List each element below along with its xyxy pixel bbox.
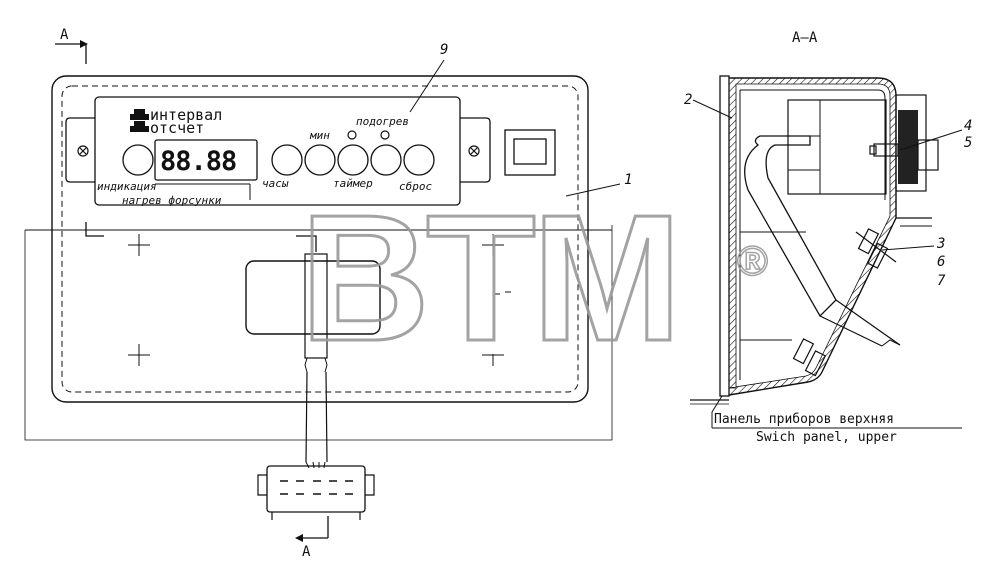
digital-display [154,139,258,181]
section-marker-bottom: A [295,516,329,560]
svg-text:7: 7 [937,273,946,289]
plug-pins [280,480,353,495]
harness-clip [304,253,328,359]
callout-1: 1 [565,172,632,197]
controller-frame [94,96,461,206]
callout-4: 4 [899,118,972,151]
callout-5: 5 [964,135,972,151]
label-nozzle-heat: нагрев форсунки [122,194,222,207]
svg-text:5: 5 [964,135,972,151]
watermark-registered-icon: ® [737,237,768,284]
bolt-assembly-3 [855,228,897,269]
bracket-tube [744,135,837,318]
panel-legend-icon-1 [130,109,149,120]
svg-text:9: 9 [440,42,448,58]
label-minutes: мин [309,129,330,142]
view-title: А–А [792,30,818,46]
section-view [690,75,939,428]
callout-7: 7 [937,273,946,289]
panel-inner-contour [61,85,579,393]
bolt-4 [873,143,899,157]
display-value: 88.88 [160,146,236,177]
label-clock: часы [262,177,289,190]
svg-text:4: 4 [964,118,972,134]
rocker-switch[interactable] [504,129,556,176]
watermark-text: BTM [300,178,678,379]
harness-plug [266,465,366,513]
section-letter-bottom: A [302,544,311,560]
mount-screw-left-icon [77,145,89,157]
svg-text:3: 3 [936,236,945,252]
section-letter-top: A [60,27,69,43]
label-interval: интервал [150,106,222,124]
label-heating: подогрев [356,115,409,128]
minutes-button[interactable] [304,144,336,176]
reset-button[interactable] [403,144,435,176]
panel-housing [51,75,589,403]
indication-button[interactable] [122,144,154,176]
side-bracket [895,94,927,192]
caption: Панель приборов верхняя Swich panel, upp… [712,412,962,445]
label-reset: сброс [399,180,432,193]
label-indication: индикация [97,180,157,193]
svg-text:2: 2 [684,92,692,108]
heating-led-right [380,130,390,140]
mount-screw-right-icon [468,145,480,157]
section-marker-top: A [55,27,88,64]
heating-button[interactable] [370,144,402,176]
front-view [24,75,613,520]
mount-crosses [128,234,504,366]
bolt-assembly-lower [792,338,827,377]
panel-legend-icon-2 [130,121,149,132]
caption-ru: Панель приборов верхняя [714,412,894,427]
callout-3: 3 [881,236,945,252]
callout-9: 9 [409,42,448,113]
callout-6: 6 [937,254,945,270]
label-timer: таймер [333,177,373,190]
svg-text:1: 1 [624,172,632,188]
label-count: отсчет [150,119,204,137]
svg-text:6: 6 [937,254,945,270]
clock-button[interactable] [271,144,303,176]
timer-button[interactable] [337,144,369,176]
watermark-logo: BTM ® [299,177,769,381]
mounting-plate [719,75,730,397]
heating-led-left [347,130,357,140]
caption-en: Swich panel, upper [756,430,897,445]
callout-2: 2 [684,92,733,119]
connector-housing [245,260,381,335]
